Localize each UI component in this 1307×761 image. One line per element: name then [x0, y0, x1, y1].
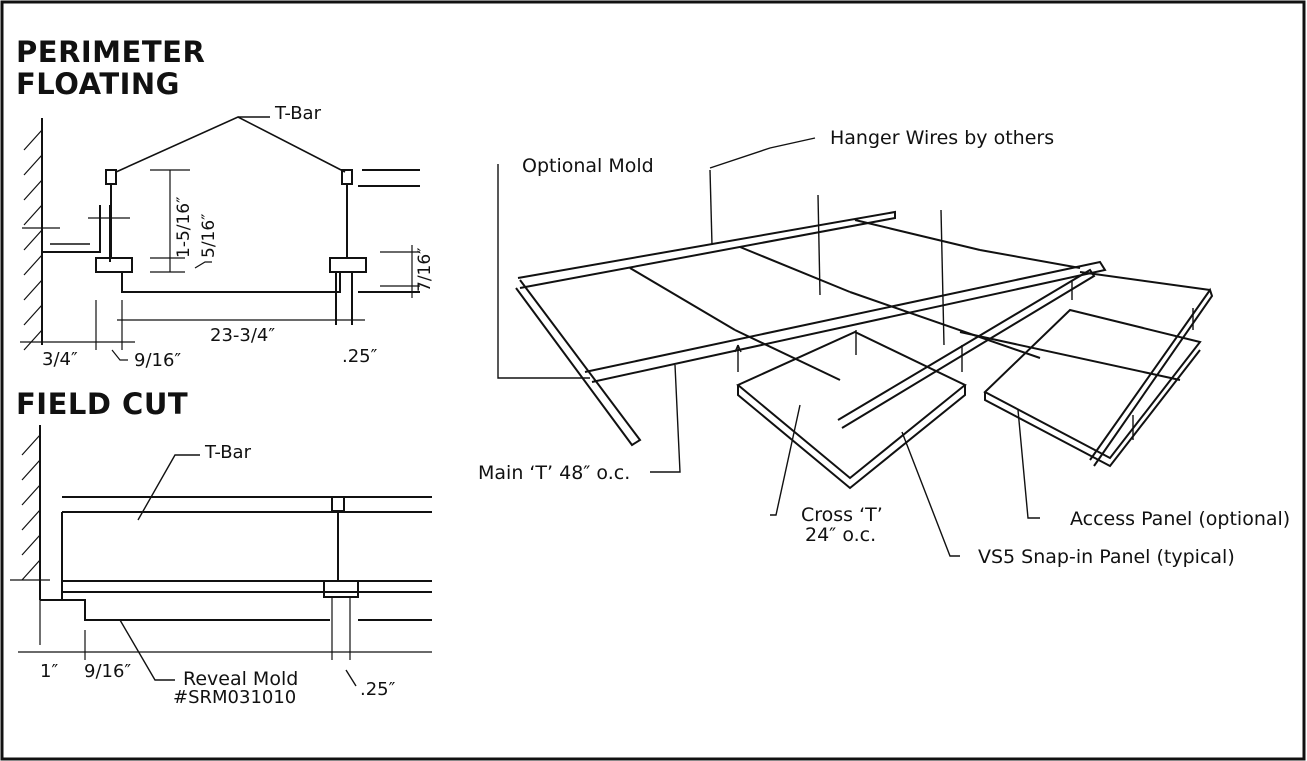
isometric-ceiling-grid [497, 137, 1214, 557]
cross-t-label-line1: Cross ‘T’ [801, 504, 883, 526]
field-cut-title: FIELD CUT [16, 387, 189, 421]
cross-t-label-line2: 24″ o.c. [805, 524, 877, 546]
perimeter-detail [20, 116, 420, 361]
optional-mold-label: Optional Mold [522, 155, 654, 177]
perimeter-title-line1: PERIMETER [16, 35, 206, 69]
dim-9-16-perimeter: 9/16″ [134, 350, 182, 371]
perimeter-title-line2: FLOATING [16, 67, 180, 101]
dim-9-16-field: 9/16″ [84, 661, 132, 682]
dim-5-16: 5/16″ [199, 213, 219, 258]
access-panel-label: Access Panel (optional) [1070, 508, 1291, 530]
dim-23-3-4: 23-3/4″ [210, 325, 276, 346]
hanger-wires-label: Hanger Wires by others [830, 127, 1055, 149]
vs5-panel-label: VS5 Snap-in Panel (typical) [978, 546, 1235, 568]
reveal-mold-label: Reveal Mold [183, 668, 299, 690]
dim-3-4: 3/4″ [42, 349, 78, 370]
field-cut-detail [10, 425, 432, 687]
dim-25-perimeter: .25″ [342, 346, 378, 367]
dim-7-16: 7/16″ [415, 247, 435, 292]
dim-25-field: .25″ [360, 679, 396, 700]
dim-1-5-16: 1-5/16″ [174, 196, 194, 258]
perimeter-tbar-label: T-Bar [275, 103, 321, 124]
reveal-mold-part-number: #SRM031010 [173, 687, 297, 708]
dim-1: 1″ [40, 661, 59, 682]
main-t-label: Main ‘T’ 48″ o.c. [478, 462, 631, 484]
field-tbar-label: T-Bar [205, 442, 251, 463]
